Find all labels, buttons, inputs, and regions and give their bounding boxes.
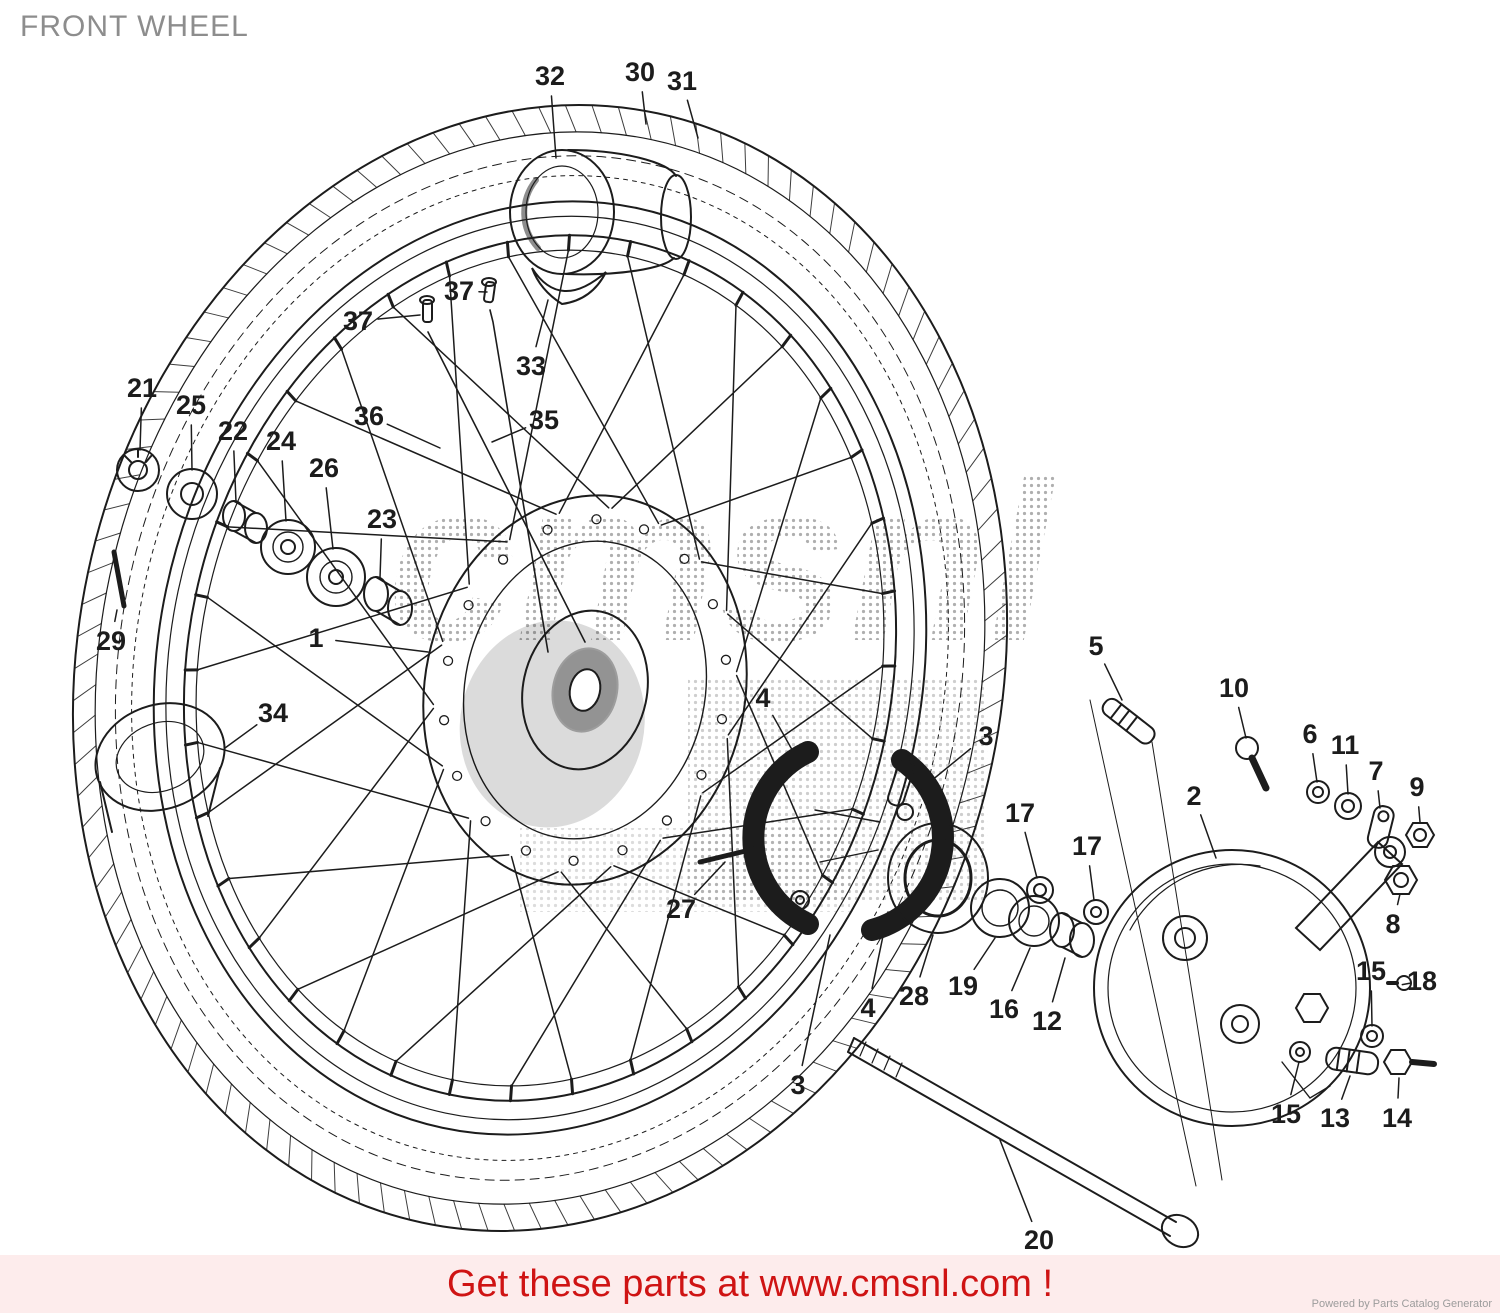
part-label-4-24[interactable]: 4 — [755, 683, 770, 713]
cable-and-fasteners — [1101, 697, 1437, 1076]
part-label-5-17[interactable]: 5 — [1088, 631, 1103, 661]
part-label-28-33[interactable]: 28 — [899, 981, 929, 1011]
part-label-31-2[interactable]: 31 — [667, 66, 697, 96]
part-label-22-8[interactable]: 22 — [218, 416, 248, 446]
part-label-24-9[interactable]: 24 — [266, 426, 296, 456]
axle — [847, 1037, 1200, 1249]
watermark-text: cmsnl — [388, 432, 1057, 689]
part-label-27-28[interactable]: 27 — [666, 894, 696, 924]
part-label-4-32[interactable]: 4 — [860, 993, 875, 1023]
hub-spoke-holes — [438, 514, 732, 866]
part-label-36-10[interactable]: 36 — [354, 401, 384, 431]
part-label-35-11[interactable]: 35 — [529, 405, 559, 435]
axle-parts-left — [111, 448, 413, 626]
part-label-18-31[interactable]: 18 — [1407, 966, 1437, 996]
part-label-20-41[interactable]: 20 — [1024, 1225, 1054, 1255]
part-label-3-25[interactable]: 3 — [978, 721, 993, 751]
part-label-2-23[interactable]: 2 — [1186, 781, 1201, 811]
part-label-30-1[interactable]: 30 — [625, 57, 655, 87]
tire-tread-ticks — [73, 105, 1007, 1231]
seal-bearing-stack — [887, 822, 1109, 958]
part-label-23-13[interactable]: 23 — [367, 504, 397, 534]
hub — [422, 494, 748, 886]
part-label-7-21[interactable]: 7 — [1368, 756, 1383, 786]
brake-shoe-assembly — [697, 741, 954, 941]
part-label-6-19[interactable]: 6 — [1302, 719, 1317, 749]
part-label-25-7[interactable]: 25 — [176, 390, 206, 420]
part-label-15-30[interactable]: 15 — [1356, 956, 1386, 986]
inner-tube — [509, 149, 692, 306]
page-title: FRONT WHEEL — [20, 10, 249, 43]
spoke-nipples — [419, 277, 497, 323]
part-label-9-22[interactable]: 9 — [1409, 772, 1424, 802]
part-label-34-16[interactable]: 34 — [258, 698, 288, 728]
part-label-14-39[interactable]: 14 — [1382, 1103, 1412, 1133]
part-label-21-6[interactable]: 21 — [127, 373, 157, 403]
halftone-band-2 — [520, 828, 850, 912]
part-label-26-12[interactable]: 26 — [309, 453, 339, 483]
part-label-37-4[interactable]: 37 — [343, 306, 373, 336]
footer-link[interactable]: Get these parts at www.cmsnl.com ! — [446, 1262, 1054, 1305]
part-label-33-5[interactable]: 33 — [516, 351, 546, 381]
part-label-12-36[interactable]: 12 — [1032, 1006, 1062, 1036]
footer-banner: Get these parts at www.cmsnl.com ! — [0, 1255, 1500, 1313]
part-label-19-34[interactable]: 19 — [948, 971, 978, 1001]
leader-lines — [114, 91, 1421, 1223]
part-label-3-40[interactable]: 3 — [790, 1070, 805, 1100]
part-label-17-26[interactable]: 17 — [1005, 798, 1035, 828]
part-label-11-20[interactable]: 11 — [1331, 730, 1360, 760]
part-label-13-38[interactable]: 13 — [1320, 1103, 1350, 1133]
tube-flap — [531, 267, 607, 306]
spokes — [183, 233, 897, 1103]
part-label-16-35[interactable]: 16 — [989, 994, 1019, 1024]
part-label-17-27[interactable]: 17 — [1072, 831, 1102, 861]
part-label-32-0[interactable]: 32 — [535, 61, 565, 91]
part-label-37-3[interactable]: 37 — [444, 276, 474, 306]
part-label-1-15[interactable]: 1 — [308, 623, 323, 653]
part-label-29-14[interactable]: 29 — [96, 626, 126, 656]
generator-credit: Powered by Parts Catalog Generator — [1311, 1298, 1492, 1310]
part-label-15-37[interactable]: 15 — [1271, 1099, 1301, 1129]
loose-spokes — [427, 309, 586, 653]
rim-cutaway — [94, 702, 226, 833]
part-label-10-18[interactable]: 10 — [1219, 673, 1249, 703]
brake-panel — [1089, 699, 1406, 1187]
part-label-8-29[interactable]: 8 — [1385, 909, 1400, 939]
